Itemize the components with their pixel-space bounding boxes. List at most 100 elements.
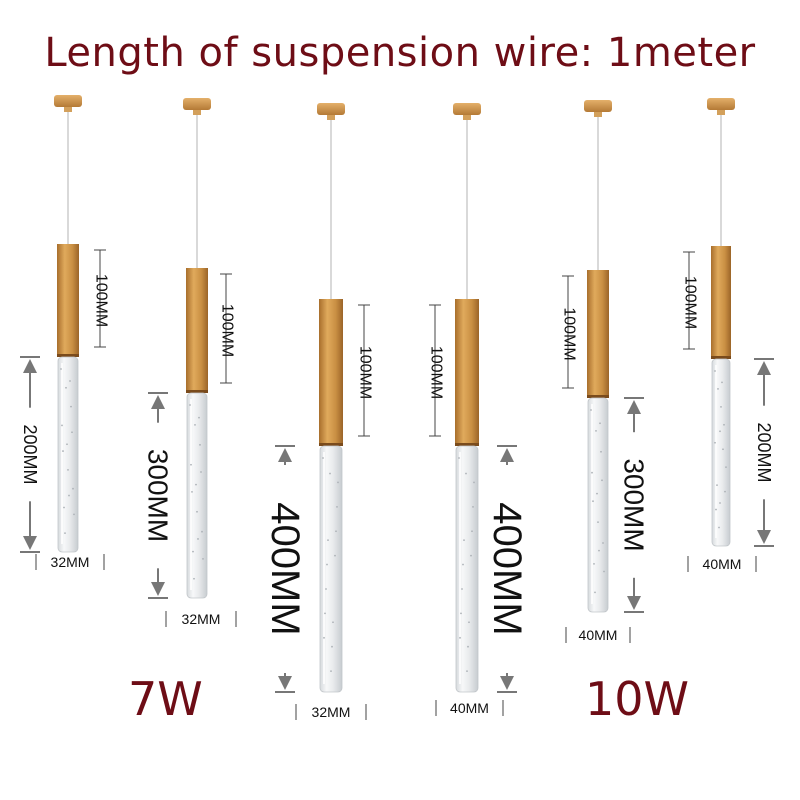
glass-bubble-1: [191, 490, 193, 493]
gold-body-3: [455, 299, 479, 446]
glass-bubble-0: [61, 424, 63, 427]
glass-bubble-5: [721, 381, 723, 384]
glass-bubble-4: [591, 471, 593, 474]
wattage-label-10w: 10W: [585, 672, 690, 726]
glass-bubble-1: [197, 538, 199, 540]
glass-bubble-4: [593, 563, 595, 565]
glass-bubble-3: [466, 670, 468, 673]
canopy-grip-2: [327, 115, 335, 120]
glass-bubble-2: [336, 505, 338, 508]
glass-bubble-3: [465, 472, 467, 475]
ceiling-canopy-3: [453, 103, 481, 115]
glass-bubble-5: [719, 430, 721, 433]
canopy-grip-4: [594, 112, 602, 117]
glass-bubble-3: [460, 612, 462, 615]
glass-bubble-2: [327, 539, 329, 542]
glass-bubble-1: [201, 530, 203, 533]
glass-bubble-4: [590, 409, 592, 411]
tube-dim-label-bg-4: [614, 432, 654, 578]
glass-bubble-3: [458, 457, 460, 459]
glass-bubble-5: [719, 502, 721, 504]
glass-bubble-5: [715, 508, 717, 511]
tube-dim-label-2: 400MM: [263, 502, 307, 635]
glass-bubble-2: [334, 554, 336, 557]
ceiling-canopy-2: [317, 103, 345, 115]
diameter-label-4: 40MM: [579, 627, 618, 643]
tube-dim-arrow-down-1: [151, 582, 165, 596]
glass-bubble-5: [718, 526, 720, 529]
gold-body-ring-4: [587, 395, 609, 398]
ceiling-canopy-5: [707, 98, 735, 110]
glass-bubble-4: [595, 430, 597, 432]
glass-bubble-5: [720, 405, 722, 408]
glass-bubble-0: [60, 368, 62, 370]
glass-bubble-5: [714, 441, 716, 444]
glass-bubble-0: [65, 386, 67, 389]
gold-body-ring-2: [319, 443, 343, 446]
diameter-label-2: 32MM: [312, 704, 351, 720]
gold-body-ring-0: [57, 354, 79, 357]
gold-body-ring-1: [186, 390, 208, 393]
gold-body-5: [711, 246, 731, 359]
glass-bubble-5: [717, 388, 719, 390]
glass-bubble-3: [473, 481, 475, 484]
tube-dim-label-bg-3: [479, 465, 535, 673]
glass-bubble-3: [462, 563, 464, 566]
glass-bubble-3: [470, 554, 472, 557]
glass-bubble-0: [69, 380, 71, 382]
glass-bubble-5: [723, 423, 725, 426]
glass-bubble-3: [463, 539, 465, 542]
ceiling-canopy-4: [584, 100, 612, 112]
tube-dim-label-5: 200MM: [754, 422, 774, 482]
glass-bubble-2: [324, 612, 326, 615]
diameter-label-5: 40MM: [703, 556, 742, 572]
glass-bubble-1: [198, 416, 200, 419]
glass-bubble-4: [592, 500, 594, 503]
glass-bubble-2: [335, 530, 337, 533]
tube-dim-label-bg-5: [751, 405, 777, 500]
glass-bubble-1: [192, 550, 194, 553]
gold-body-4: [587, 270, 609, 398]
tube-dim-label-4: 300MM: [619, 458, 650, 551]
canopy-grip-0: [64, 107, 72, 112]
tube-dim-label-1: 300MM: [143, 449, 174, 542]
glass-bubble-4: [602, 542, 604, 544]
body-dim-label-4: 100MM: [561, 307, 578, 360]
glass-bubble-4: [603, 570, 605, 573]
body-dim-label-2: 100MM: [357, 346, 374, 399]
tube-dim-label-3: 400MM: [485, 502, 529, 635]
glass-bubble-1: [199, 443, 201, 446]
tube-dim-label-bg-2: [257, 465, 313, 673]
tube-dim-arrow-up-1: [151, 395, 165, 409]
gold-body-2: [319, 299, 343, 446]
glass-bubble-1: [200, 471, 202, 473]
glass-bubble-2: [329, 472, 331, 475]
gold-body-0: [57, 244, 79, 357]
glass-bubble-0: [63, 506, 65, 509]
glass-bubble-5: [725, 466, 727, 469]
canopy-grip-1: [193, 110, 201, 115]
glass-bubble-2: [323, 636, 325, 639]
glass-bubble-3: [468, 621, 470, 624]
tube-dim-arrow-up-4: [627, 400, 641, 414]
canopy-grip-5: [717, 110, 725, 115]
body-dim-label-3: 100MM: [428, 346, 445, 399]
ceiling-canopy-0: [54, 95, 82, 107]
glass-bubble-2: [330, 670, 332, 673]
glass-bubble-4: [597, 521, 599, 523]
wattage-label-7w: 7W: [128, 672, 203, 726]
glass-bubble-1: [195, 483, 197, 486]
glass-bubble-3: [467, 645, 469, 648]
glass-bubble-2: [325, 588, 327, 590]
glass-bubble-3: [471, 530, 473, 533]
tube-dim-label-0: 200MM: [20, 424, 40, 484]
diameter-label-1: 32MM: [182, 611, 221, 627]
tube-dim-arrow-down-4: [627, 596, 641, 610]
glass-bubble-0: [66, 443, 68, 446]
glass-bubble-2: [337, 481, 339, 484]
body-dim-label-0: 100MM: [93, 274, 110, 327]
glass-bubble-1: [194, 424, 196, 426]
tube-dim-arrow-down-2: [278, 676, 292, 690]
glass-bubble-5: [724, 490, 726, 493]
diameter-label-0: 32MM: [51, 554, 90, 570]
